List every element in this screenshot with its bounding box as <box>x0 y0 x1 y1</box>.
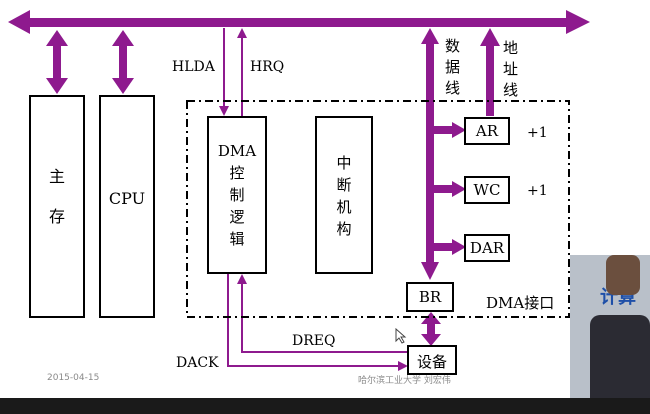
cpu-box: CPU <box>99 95 155 318</box>
dack-label: DACK <box>176 355 219 371</box>
interrupt-mechanism-label: 中 断 机 构 <box>336 154 352 238</box>
slide-date: 2015-04-15 <box>47 373 100 383</box>
dma-interface-boundary <box>186 100 570 318</box>
br-register: BR <box>406 282 454 312</box>
bottom-bar <box>0 398 650 414</box>
slide-author: 哈尔滨工业大学 刘宏伟 <box>358 376 451 386</box>
br-device-arrow <box>421 312 441 346</box>
dar-label: DAR <box>469 239 505 257</box>
cpu-bus-arrow <box>112 30 134 94</box>
presenter-video: 计算 <box>570 255 650 398</box>
wc-increment-label: +1 <box>527 183 548 199</box>
address-line-label: 地址线 <box>501 40 519 103</box>
presenter-head <box>606 255 640 295</box>
cpu-label: CPU <box>108 189 146 208</box>
wc-register: WC <box>464 176 510 204</box>
hlda-label: HLDA <box>172 59 215 75</box>
dma-control-logic-label: DMA 控 制 逻 辑 <box>217 142 257 248</box>
address-line-bus <box>480 28 500 116</box>
main-memory-label: 主 存 <box>48 167 65 226</box>
ar-increment-label: +1 <box>527 125 548 141</box>
dma-control-logic-box: DMA 控 制 逻 辑 <box>207 116 267 274</box>
data-line-bus <box>421 28 466 280</box>
dma-interface-label: DMA接口 <box>486 294 555 312</box>
ar-label: AR <box>475 122 499 140</box>
data-line-label: 数据线 <box>443 38 461 101</box>
ar-register: AR <box>464 117 510 145</box>
device-label: 设备 <box>416 353 447 371</box>
main-memory-box: 主 存 <box>29 95 85 318</box>
dreq-line <box>237 274 408 353</box>
hlda-line <box>219 28 229 116</box>
br-label: BR <box>418 288 442 306</box>
hrq-line <box>237 28 247 116</box>
wc-label: WC <box>473 181 501 199</box>
dreq-label: DREQ <box>292 333 336 349</box>
dack-line <box>227 274 408 371</box>
interrupt-mechanism-box: 中 断 机 构 <box>315 116 373 274</box>
hrq-label: HRQ <box>250 59 285 75</box>
system-bus <box>8 10 590 34</box>
dar-register: DAR <box>464 234 510 262</box>
mouse-cursor-icon <box>395 328 407 344</box>
memory-bus-arrow <box>46 30 68 94</box>
device-box: 设备 <box>407 345 457 375</box>
presenter-body <box>590 315 650 398</box>
